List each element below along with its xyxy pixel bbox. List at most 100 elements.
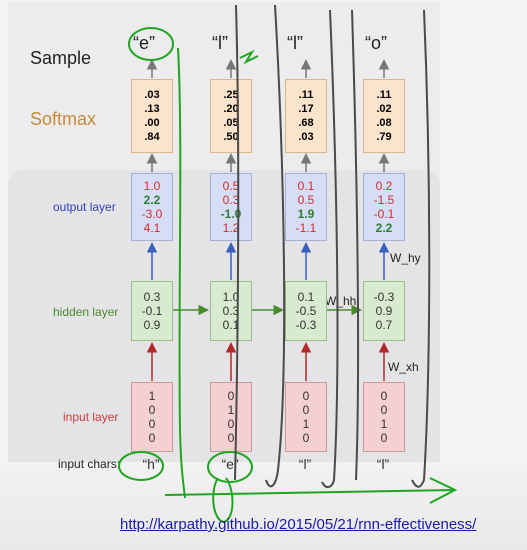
softmax-value: .79 [376, 131, 392, 143]
input-value: 1 [227, 403, 235, 417]
output-value: 0.5 [297, 193, 315, 207]
input-value: 0 [227, 389, 235, 403]
hidden-value: 0.9 [375, 304, 393, 318]
output-value: -0.1 [373, 207, 395, 221]
output-value: -1.5 [373, 193, 395, 207]
output-value: 1.2 [222, 221, 240, 235]
softmax-value: .02 [376, 103, 392, 115]
input-value: 0 [227, 417, 235, 431]
pen-loop [212, 477, 234, 524]
input-value: 0 [148, 417, 156, 431]
softmax-value: .03 [298, 131, 314, 143]
output-value: 4.1 [143, 221, 161, 235]
pen-underline-arrow [164, 489, 456, 496]
softmax-value: .20 [223, 103, 239, 115]
softmax-box: .03.13.00.84 [131, 79, 173, 153]
sample-char: “l” [287, 33, 303, 53]
output-value: 0.3 [222, 193, 240, 207]
sample-row-label: Sample [30, 48, 92, 68]
input-value: 0 [380, 403, 388, 417]
input-char: “l” [376, 456, 390, 472]
hidden-value: 1.0 [222, 290, 240, 304]
softmax-value: .25 [223, 89, 239, 101]
softmax-value: .03 [144, 89, 160, 101]
source-url-link[interactable]: http://karpathy.github.io/2015/05/21/rnn… [120, 516, 477, 533]
softmax-value: .50 [223, 131, 239, 143]
input-value: 0 [302, 403, 310, 417]
softmax-value: .08 [376, 117, 392, 129]
hidden-value: 0.3 [143, 290, 161, 304]
w-hh-label: W_hh [325, 294, 357, 308]
output-value: -1.0 [220, 207, 242, 221]
sample-char: “l” [212, 33, 228, 53]
pen-tick [239, 49, 259, 65]
softmax-box: .11 .17 .68 .03 [285, 79, 327, 153]
output-value: 2.2 [143, 193, 161, 207]
softmax-row-label: Softmax [30, 109, 97, 129]
circle-annotation-e-sample [128, 27, 174, 61]
sample-char: “e” [133, 33, 155, 53]
output-value: -1.1 [295, 221, 317, 235]
circle-annotation-h-input [118, 451, 164, 481]
input-value: 1 [148, 389, 156, 403]
hidden-value: -0.1 [141, 304, 163, 318]
input-value: 0 [302, 389, 310, 403]
w-hy-label: W_hy [390, 251, 421, 265]
input-value: 0 [302, 431, 310, 445]
dark-pen-strokes [234, 4, 431, 488]
bottom-band [0, 462, 527, 550]
output-value: -3.0 [141, 207, 163, 221]
pen-arrowhead [429, 477, 458, 504]
softmax-value: .17 [298, 103, 314, 115]
hidden-value: -0.3 [295, 318, 317, 332]
hidden-value: 0.3 [222, 304, 240, 318]
input-chars-label: input chars: [58, 457, 121, 471]
softmax-box: .11 .02 .08 .79 [363, 79, 405, 153]
softmax-value: .13 [144, 103, 160, 115]
pen-annotations [118, 27, 458, 524]
input-value: 0 [227, 431, 235, 445]
output-layer-label: output layer [53, 200, 116, 214]
softmax-value: .68 [298, 117, 314, 129]
softmax-value: .11 [376, 89, 392, 101]
hidden-value: -0.3 [373, 290, 395, 304]
pen-line-connector [177, 47, 186, 499]
output-value: 0.5 [222, 179, 240, 193]
input-value: 0 [148, 403, 156, 417]
softmax-box: .25 .20 .05 .50 [210, 79, 252, 153]
sample-char: “o” [365, 33, 387, 53]
hidden-value: 0.1 [297, 290, 315, 304]
output-value: 1.0 [143, 179, 161, 193]
output-value: 2.2 [375, 221, 393, 235]
circle-annotation-e-input [207, 451, 253, 483]
w-xh-label: W_xh [388, 360, 419, 374]
softmax-value: .11 [298, 89, 314, 101]
input-value: 1 [302, 417, 310, 431]
input-value: 0 [380, 389, 388, 403]
output-value: 0.2 [375, 179, 393, 193]
hidden-value: 0.9 [143, 318, 161, 332]
output-value: 0.1 [297, 179, 315, 193]
hidden-layer-label: hidden layer [53, 305, 119, 319]
hidden-value: -0.5 [295, 304, 317, 318]
hidden-box: 0.1-0.5-0.3 [285, 281, 327, 341]
input-value: 1 [380, 417, 388, 431]
hidden-value: 0.1 [222, 318, 240, 332]
hidden-value: 0.7 [375, 318, 393, 332]
input-layer-label: input layer [63, 410, 119, 424]
input-value: 0 [148, 431, 156, 445]
softmax-value: .05 [223, 117, 239, 129]
input-char: “l” [298, 456, 312, 472]
output-value: 1.9 [297, 207, 315, 221]
